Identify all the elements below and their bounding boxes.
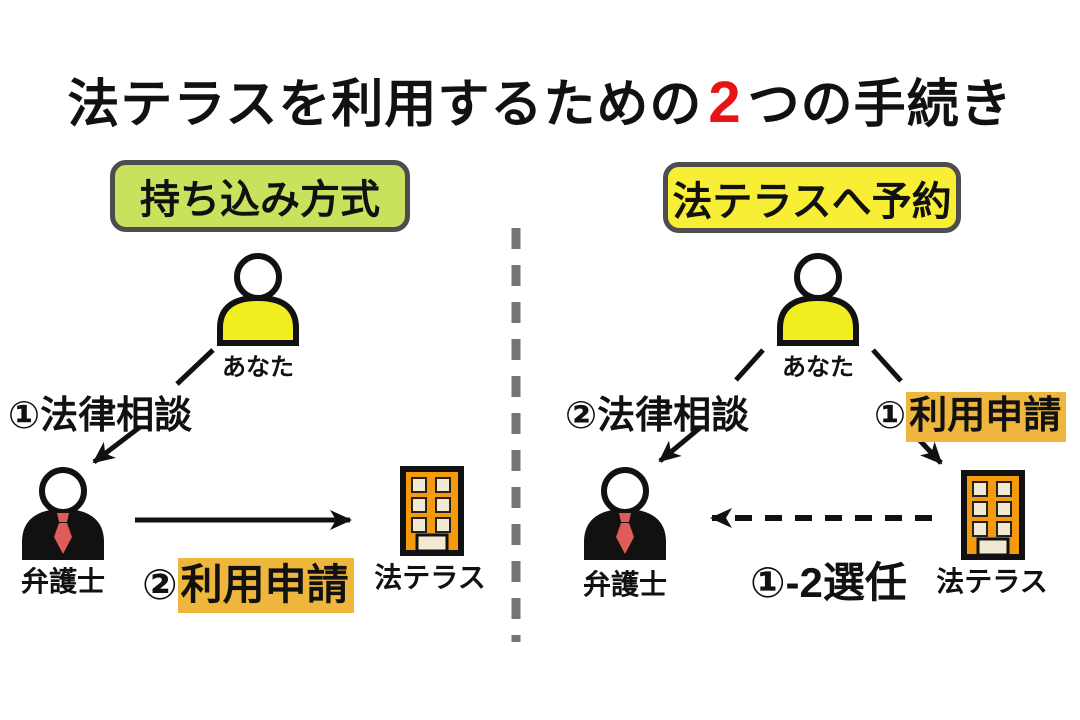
left-step2-label: ②利用申請 [142,551,354,613]
right-method-box: 法テラスへ予約 [663,162,961,233]
right-building-icon [961,470,1025,560]
title-number: 2 [708,70,742,135]
left-consult-arrow-lower [92,425,142,464]
right-step1-highlight: 利用申請 [906,392,1067,442]
right-step2-label: ②法律相談 [565,395,750,437]
right-apply-arrow-upper [871,348,903,383]
left-lawyer-label: 弁護士 [20,566,106,597]
right-step1-label: ①利用申請 [874,384,1067,442]
left-consult-arrow-upper [175,348,215,386]
left-lawyer-icon [22,467,104,560]
right-consult-arrow-lower [658,425,703,463]
right-consult-arrow-upper [734,348,765,382]
left-step2-number: ② [142,561,178,608]
title-suffix: つの手続き [747,76,1013,134]
right-person-label: あなた [782,354,854,381]
right-building-label: 法テラス [936,566,1048,597]
left-building-icon [400,466,464,556]
right-method-label: 法テラスへ予約 [672,179,952,224]
left-building-label: 法テラス [374,562,486,593]
left-person-label: あなた [222,354,294,381]
right-lawyer-icon [584,467,666,560]
left-method-label: 持ち込み方式 [140,178,380,222]
right-lawyer-label: 弁護士 [582,569,668,600]
title-prefix: 法テラスを利用するための [67,76,703,134]
left-method-box: 持ち込み方式 [110,160,410,232]
left-step1-label: ①法律相談 [8,395,193,437]
right-step1-number: ① [874,395,907,437]
left-step2-highlight: 利用申請 [177,558,354,613]
right-person-icon [777,253,859,346]
left-person-icon [217,253,299,346]
right-step1-2-label: ①-2選任 [750,559,907,606]
